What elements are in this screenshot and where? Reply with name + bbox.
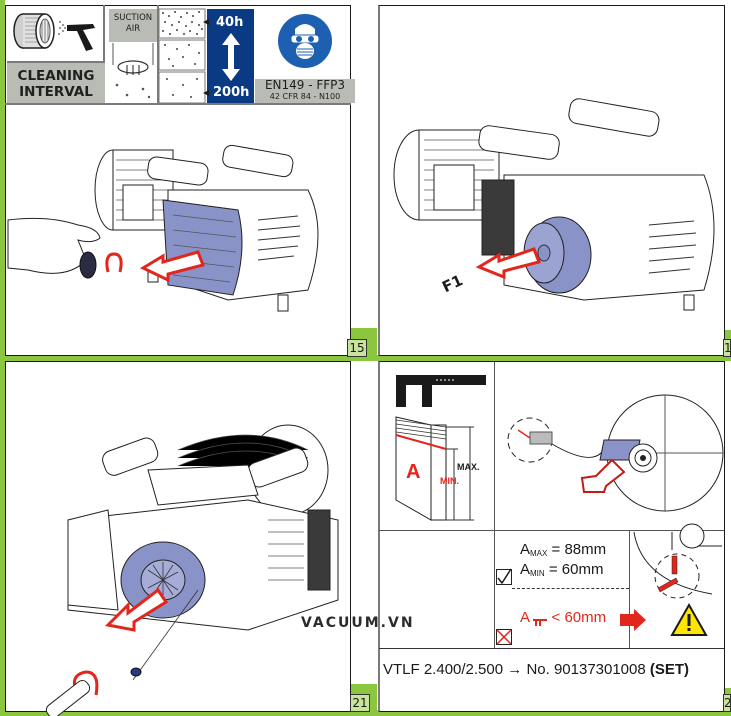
part-label-f1: F1 [439,271,465,296]
protection-standard-label: EN149 - FFP3 42 CFR 84 - N100 [255,79,355,103]
pointer-40h-icon [203,19,209,25]
filter-mesh [307,509,331,591]
table-divider-bottom [379,648,724,649]
table-divider-middle [379,530,724,531]
pump-rotor-cover-illustration: F1 [393,98,715,311]
part-order-line: VTLF 2.400/2.500 → No. 90137301008 (SET) [383,661,689,678]
frame-middle-horizontal [0,355,731,361]
removal-arrow-icon [104,587,169,632]
dust-density-icon [158,8,206,104]
removal-arrow-icon [139,250,206,283]
respirator-mask-icon [278,14,332,68]
filter-knob [79,251,97,279]
header-divider [157,5,159,103]
min-label: MIN. [440,476,459,486]
spec-max: AMAX = 88mm [520,541,607,558]
interval-max-label: 200h [213,85,250,100]
page-number-15: 15 [347,339,367,357]
caliper-icon [396,375,486,407]
pump-filter-removal-illustration [7,144,319,312]
rotate-arrow-icon [105,252,123,273]
page-number-22: 22 [723,694,731,712]
pointer-200h-icon [203,90,209,96]
remove-vane-arrow-icon [580,458,626,493]
double-arrow-icon [222,33,240,81]
check-fail-icon [496,629,512,645]
vane-inspection-diagram [507,394,724,512]
filter-mesh [481,179,515,256]
page-number-16: 16 [723,339,731,357]
vane-wear-diagram: A [395,416,474,521]
max-label: MAX. [457,462,480,472]
watermark: VACUUM.VN [301,615,415,631]
frame-bottom-bar [0,710,731,716]
vane-label: A [406,461,420,483]
order-number: No. 90137301008 [526,661,646,678]
interval-min-label: 40h [216,15,244,30]
broken-vane-diagram [633,523,722,599]
air-blow-gun-icon [58,21,95,51]
spec-fail: A < 60mm [520,609,607,626]
order-set: (SET) [649,661,690,678]
caliper-subscript-icon [533,619,548,626]
table-divider-right [629,530,630,648]
header-bottom-border [5,103,351,105]
min-wear-line [395,434,447,450]
suction-air-icon [112,43,154,99]
interval-range-box: 40h 200h [207,9,254,103]
header-divider [103,5,105,103]
dashed-separator [512,588,629,589]
screw-part [130,667,142,677]
order-model: VTLF 2.400/2.500 [383,661,504,678]
order-arrow: → [507,661,523,678]
page-number-21: 21 [350,694,370,712]
replace-arrow-icon [620,609,646,631]
table-divider-left [494,362,495,648]
filter-cover-part [162,199,243,296]
pump-rotor-screw-illustration [45,424,339,716]
filter-cartridge-icon [13,13,55,49]
hand-illustration [7,217,101,274]
warning-icon [670,602,708,636]
check-ok-icon [496,568,512,585]
suction-air-label: SUCTION AIR [109,9,157,42]
spec-min: AMIN = 60mm [520,561,604,578]
cleaning-interval-header: CLEANING INTERVAL SUCTION AIR 40h 200h [5,5,355,105]
removal-arrow-icon [475,247,542,280]
screwdriver-tool [45,680,91,716]
cleaning-interval-label: CLEANING INTERVAL [7,61,105,103]
